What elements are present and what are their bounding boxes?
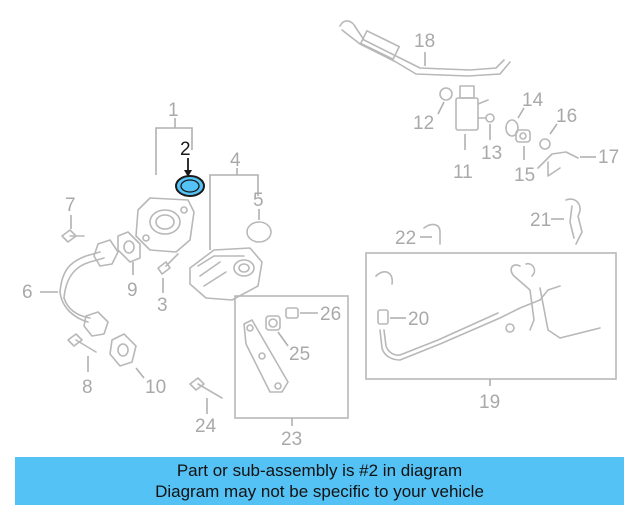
callout-14: 14 — [522, 90, 544, 111]
hose-21 — [565, 198, 583, 245]
callout-11: 11 — [453, 162, 473, 183]
egr-pipe — [59, 239, 119, 337]
o-ring — [246, 221, 272, 243]
callout-2: 2 — [180, 139, 191, 160]
bracket-17 — [537, 151, 579, 177]
callout-8: 8 — [82, 377, 93, 398]
callout-19: 19 — [479, 392, 500, 413]
callout-22: 22 — [395, 228, 416, 249]
valve-20 — [377, 309, 389, 325]
stud-24 — [189, 377, 223, 399]
callout-7: 7 — [65, 195, 76, 216]
callout-2-arrowhead — [184, 170, 192, 177]
egr-gasket-hole — [180, 179, 200, 193]
callout-25: 25 — [289, 344, 310, 365]
bolt-8 — [67, 333, 97, 353]
bolt-26 — [285, 307, 299, 319]
callout-14-leader — [517, 107, 525, 119]
gasket-10 — [109, 333, 137, 367]
callout-4: 4 — [230, 150, 241, 171]
callout-20: 20 — [408, 309, 429, 330]
callout-15: 15 — [514, 165, 535, 186]
callout-21: 21 — [530, 210, 551, 231]
callout-25-leader — [277, 331, 289, 347]
washer-16 — [539, 138, 551, 150]
callout-1: 1 — [168, 100, 179, 121]
callout-12-leader — [437, 101, 445, 115]
nut-13 — [485, 113, 495, 123]
callout-9: 9 — [127, 280, 138, 301]
callout-12: 12 — [413, 113, 434, 134]
vacuum-line-set-19 — [375, 262, 601, 361]
bolt-7 — [61, 229, 85, 243]
callout-5: 5 — [253, 190, 264, 211]
callout-17: 17 — [598, 147, 619, 168]
vacuum-hose-18 — [339, 20, 511, 77]
gasket-9 — [117, 231, 141, 263]
callout-1-bracket — [155, 127, 193, 175]
egr-gasket-highlighted[interactable] — [175, 175, 205, 197]
info-banner: Part or sub-assembly is #2 in diagram Di… — [15, 457, 624, 505]
callout-10: 10 — [145, 377, 166, 398]
callout-24: 24 — [195, 416, 217, 437]
callout-6: 6 — [22, 282, 33, 303]
callout-13: 13 — [481, 143, 502, 164]
grommet-12 — [439, 87, 453, 101]
banner-line-1: Part or sub-assembly is #2 in diagram — [176, 461, 463, 480]
callout-26: 26 — [320, 304, 341, 325]
sub-assembly-box-19 — [365, 252, 617, 380]
hose-22 — [423, 223, 441, 245]
callout-4-bracket — [209, 174, 259, 250]
vacuum-solenoid-11 — [455, 85, 489, 131]
callout-18: 18 — [414, 31, 435, 52]
egr-cooler-assembly — [189, 247, 263, 301]
callout-16: 16 — [556, 106, 577, 127]
callout-16-leader — [549, 123, 558, 135]
bolt-3 — [157, 253, 179, 275]
callout-23: 23 — [281, 429, 302, 450]
bushing-15 — [515, 129, 531, 143]
egr-valve-body — [135, 197, 195, 253]
parts-diagram: 1 2 4 5 3 7 9 — [22, 20, 619, 450]
bushing-25 — [265, 315, 281, 331]
callout-10-leader — [135, 367, 145, 379]
bracket-23 — [243, 319, 289, 393]
o-ring-14 — [505, 119, 519, 137]
banner-line-2: Diagram may not be specific to your vehi… — [155, 482, 484, 501]
callout-3: 3 — [157, 295, 168, 316]
